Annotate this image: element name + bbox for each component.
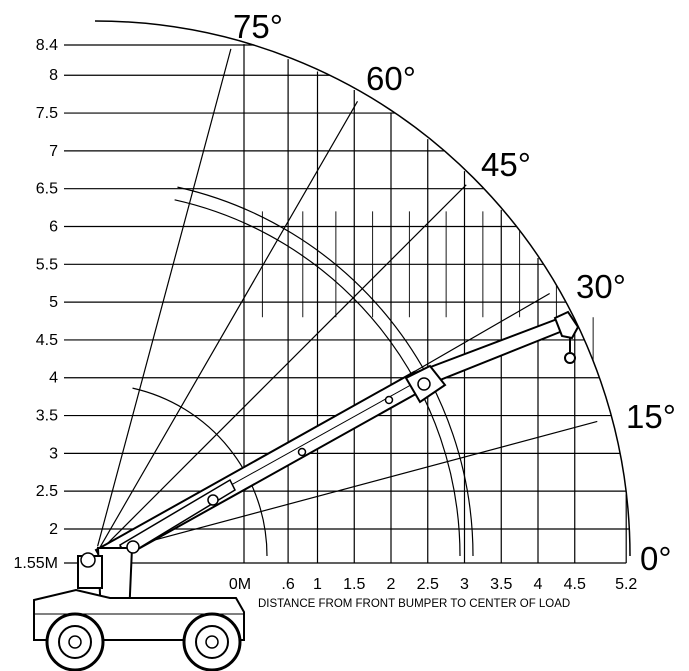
rear-wheel-hub <box>205 635 219 649</box>
angle-label-45: 45° <box>481 146 531 183</box>
angle-label-0: 0° <box>640 540 672 577</box>
y-tick-label: 8 <box>49 67 58 84</box>
y-tick-label: 5.5 <box>36 256 58 273</box>
mast-pivot <box>126 540 140 554</box>
x-tick-label: 2.5 <box>417 576 439 593</box>
x-tick-label: 3 <box>460 576 469 593</box>
angle-label-75: 75° <box>233 8 283 45</box>
cylinder-pin <box>207 494 219 506</box>
label-layer: 8.4 8 7.5 7 6.5 6 5.5 5 4.5 4 3.5 3 2.5 2 1.55M 0M .6 1 1.… <box>14 8 676 610</box>
x-tick-label: 4 <box>534 576 543 593</box>
y-tick-label: 3 <box>49 445 58 462</box>
x-tick-label: .6 <box>281 576 294 593</box>
y-tick-label: 6 <box>49 218 58 235</box>
y-tick-label: 7.5 <box>36 105 58 122</box>
x-tick-label: 1.5 <box>343 576 365 593</box>
x-tick-label: 5.2 <box>615 576 637 593</box>
y-tick-label: 2 <box>49 521 58 538</box>
x-tick-label: 3.5 <box>490 576 512 593</box>
angle-ray-75 <box>97 48 232 547</box>
angle-ray-15 <box>104 420 598 554</box>
steering-wheel <box>80 552 96 568</box>
boom-arc-mid-inner <box>177 186 474 557</box>
angle-label-15: 15° <box>626 398 676 435</box>
x-tick-label: 1 <box>313 576 322 593</box>
angle-ray-60 <box>99 101 359 548</box>
y-tick-label: 5 <box>49 294 58 311</box>
boom-pin-upper <box>384 395 394 405</box>
y-tick-label: 3.5 <box>36 408 58 425</box>
crane-illustration <box>33 310 580 671</box>
y-tick-label: 4 <box>49 370 58 387</box>
hook-block <box>564 352 576 364</box>
boom-angle-lines <box>97 48 598 554</box>
y-tick-label: 7 <box>49 143 58 160</box>
reach-envelope <box>94 20 631 557</box>
x-axis-caption: DISTANCE FROM FRONT BUMPER TO CENTER OF … <box>258 598 570 610</box>
y-tick-label: 1.55M <box>14 555 58 572</box>
y-tick-label: 2.5 <box>36 483 58 500</box>
boom-pin <box>297 447 307 457</box>
x-tick-label: 4.5 <box>564 576 586 593</box>
front-wheel-hub <box>68 635 82 649</box>
x-tick-label: 0M <box>229 576 251 593</box>
angle-ray-45 <box>101 184 467 550</box>
y-tick-label: 6.5 <box>36 181 58 198</box>
boom-arc-mid <box>174 199 461 557</box>
angle-label-60: 60° <box>366 60 416 97</box>
y-tick-label: 4.5 <box>36 332 58 349</box>
max-reach-arc <box>94 20 631 557</box>
x-tick-label: 2 <box>387 576 396 593</box>
boom-arc-short <box>132 387 268 557</box>
grid-layer <box>64 44 630 564</box>
angle-label-30: 30° <box>576 268 626 305</box>
y-tick-label: 8.4 <box>36 37 58 54</box>
boom-collar-pin <box>417 377 431 391</box>
boom-head <box>553 310 580 340</box>
